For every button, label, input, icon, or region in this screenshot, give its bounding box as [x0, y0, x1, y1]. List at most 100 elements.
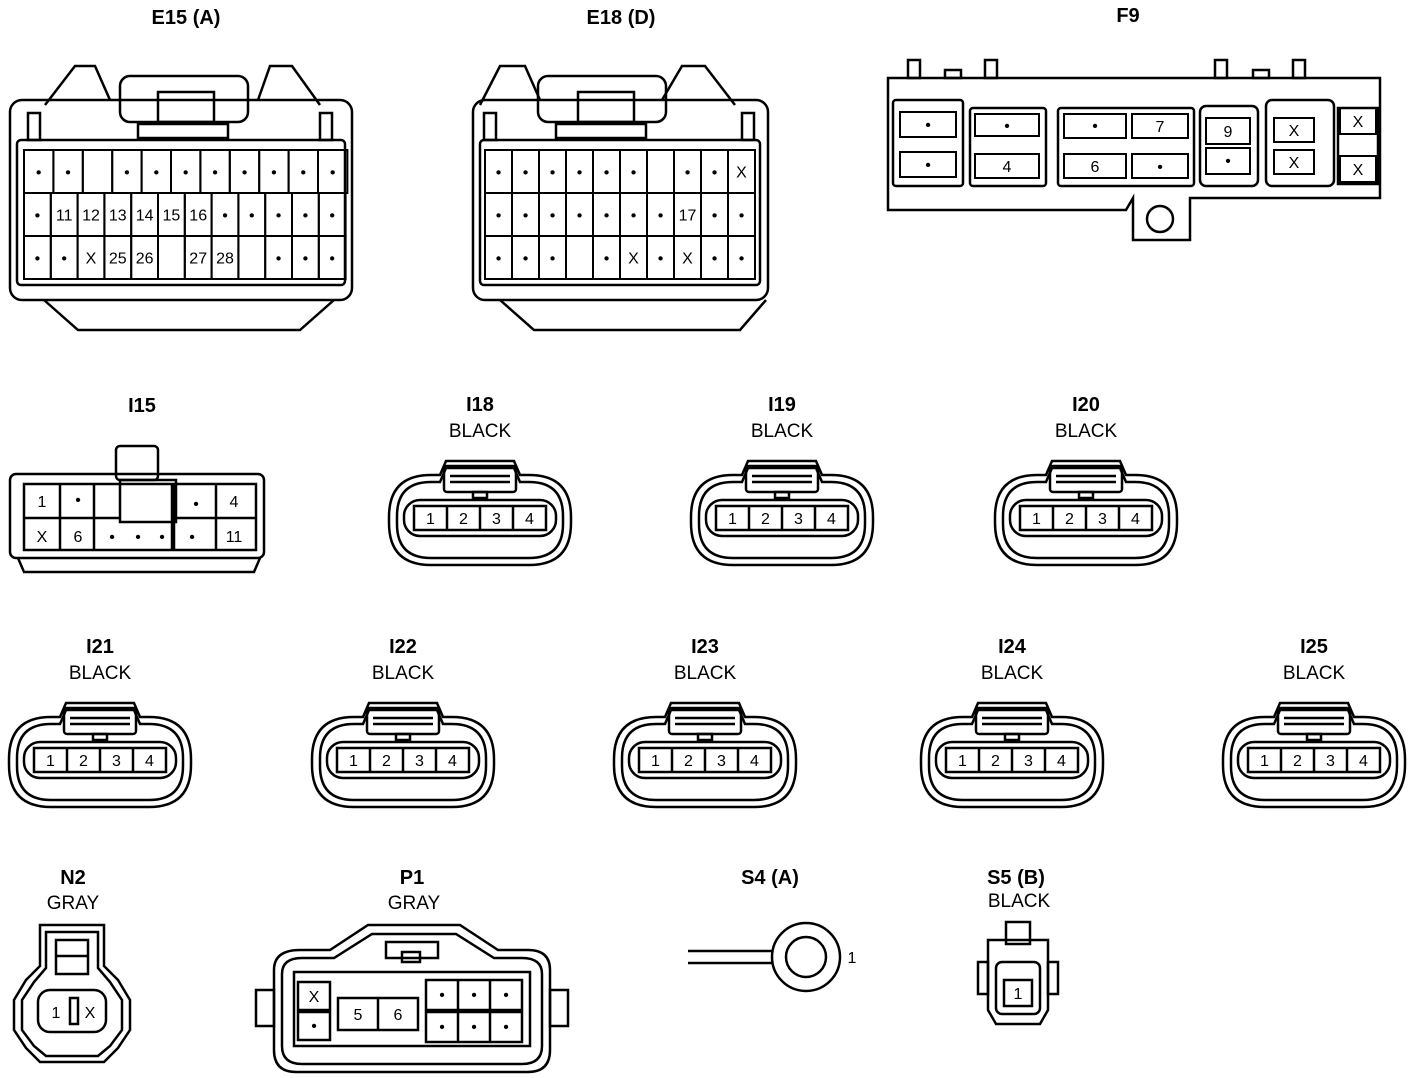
connector-i20-color: BLACK: [1055, 421, 1118, 442]
p1-pin: •: [311, 1018, 317, 1035]
e15-cavity: [157, 235, 186, 280]
i15-pin: X: [37, 529, 48, 546]
f9-cell: •: [1225, 153, 1231, 170]
i24-pin: 4: [1057, 753, 1066, 770]
e15-pin: •: [329, 208, 335, 225]
p1-pin: 6: [394, 1007, 403, 1024]
e15-pin: 26: [136, 251, 154, 268]
i20-pin: 3: [1098, 511, 1107, 528]
e15-pin: 14: [136, 208, 154, 225]
e15-pin: •: [36, 165, 42, 182]
e18-cavity: [646, 149, 675, 194]
e18-pin: •: [685, 165, 691, 182]
e18-pin: •: [496, 165, 502, 182]
e18-pin: •: [739, 251, 745, 268]
e18-pin: •: [550, 165, 556, 182]
f9-cell: X: [1353, 114, 1364, 131]
p1-pin: X: [309, 989, 320, 1006]
e15-pin: •: [222, 208, 228, 225]
e18-pin: •: [496, 251, 502, 268]
e18-pin: •: [550, 208, 556, 225]
connector-p1: P1 GRAY: [254, 867, 570, 1074]
f9-cell: 4: [1003, 159, 1012, 176]
i20-pin: 2: [1065, 511, 1074, 528]
i21-pin: 3: [112, 753, 121, 770]
i20-pin: 4: [1131, 511, 1140, 528]
i22-pin: 2: [382, 753, 391, 770]
p1-pin: •: [503, 987, 509, 1004]
i15-pin: •: [189, 529, 195, 546]
i23-pin: 1: [651, 753, 660, 770]
e18-pin: •: [631, 165, 637, 182]
e15-pin: •: [330, 165, 336, 182]
connector-e18-title: E18 (D): [587, 7, 656, 29]
connector-p1-color: GRAY: [388, 893, 441, 914]
s5-pin: 1: [1014, 986, 1023, 1003]
f9-cell: 9: [1224, 124, 1233, 141]
i19-pin: 3: [794, 511, 803, 528]
f9-cell: •: [1157, 159, 1163, 176]
p1-pin: •: [503, 1019, 509, 1036]
i15-pin: •: [193, 496, 199, 513]
i15-pin: •: [75, 492, 81, 509]
f9-cell: X: [1353, 162, 1364, 179]
i19-pin: 2: [761, 511, 770, 528]
connector-n2-color: GRAY: [47, 893, 100, 914]
f9-cell: •: [925, 157, 931, 174]
e18-pin: •: [523, 251, 529, 268]
i22-pin: 1: [349, 753, 358, 770]
connector-f9-cells: • • • 4 • 6 7 • 9 • X X X X: [899, 107, 1377, 183]
e15-pin: •: [271, 165, 277, 182]
connector-n2-pins: 1 X: [52, 1005, 96, 1022]
e15-pin: 27: [189, 251, 207, 268]
connector-s5-color: BLACK: [988, 891, 1051, 912]
connector-p1-title: P1: [400, 867, 424, 889]
i15-pin: 11: [226, 529, 243, 546]
e15-cavity: [237, 235, 267, 280]
e15-pin: 13: [109, 208, 127, 225]
e15-pin: 25: [109, 251, 127, 268]
e15-pin: •: [212, 165, 218, 182]
e18-pin: •: [739, 208, 745, 225]
connector-i21-color: BLACK: [69, 663, 132, 684]
e18-pin: •: [631, 208, 637, 225]
e15-pin: 16: [189, 208, 207, 225]
p1-pin: •: [471, 1019, 477, 1036]
e15-pin: •: [303, 208, 309, 225]
i15-pin: 6: [74, 529, 83, 546]
connector-i24-color: BLACK: [981, 663, 1044, 684]
f9-cell: 7: [1156, 119, 1165, 136]
n2-pin: 1: [52, 1005, 61, 1022]
f9-cell: 6: [1091, 159, 1100, 176]
i22-pin: 3: [415, 753, 424, 770]
i18-pin: 3: [492, 511, 501, 528]
connector-i23-color: BLACK: [674, 663, 737, 684]
connector-e18: E18 (D): [471, 7, 770, 332]
s4-pin: 1: [848, 950, 857, 967]
e15-pin: •: [65, 165, 71, 182]
connector-i18-title: I18: [466, 394, 494, 416]
e18-pin: •: [496, 208, 502, 225]
i18-pin: 2: [459, 511, 468, 528]
e15-pin: •: [276, 208, 282, 225]
e15-pin: •: [300, 165, 306, 182]
i15-pin: 4: [230, 494, 239, 511]
e18-pin: •: [712, 251, 718, 268]
e18-pin: X: [736, 165, 747, 182]
f9-cell: •: [925, 117, 931, 134]
e15-pin: •: [303, 251, 309, 268]
e18-pin: •: [523, 208, 529, 225]
i23-pin: 2: [684, 753, 693, 770]
i15-pin: •: [109, 529, 115, 546]
connector-i22-color: BLACK: [372, 663, 435, 684]
e15-pin: 12: [82, 208, 100, 225]
f9-cell: X: [1289, 155, 1300, 172]
i21-pin: 2: [79, 753, 88, 770]
i24-pin: 2: [991, 753, 1000, 770]
connector-e18-grid: ••••••••X•••••••17••••••X•X••: [484, 149, 756, 280]
